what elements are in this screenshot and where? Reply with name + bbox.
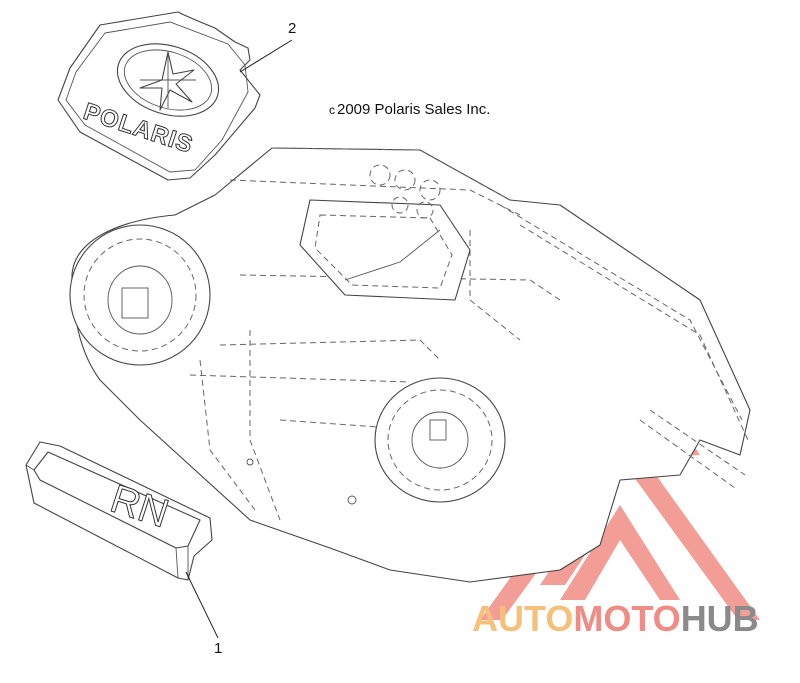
polaris-decal: POLARIS (57, 11, 261, 181)
leader-line-1 (185, 571, 219, 639)
watermark-text: AUTOMOTOHUB (472, 598, 759, 640)
watermark-auto: AUTO (472, 598, 574, 639)
callout-2: 2 (288, 20, 297, 37)
leader-line-2 (239, 39, 293, 73)
rn-key-label: RN (25, 441, 213, 581)
watermark-moto: MOTO (573, 598, 681, 639)
callout-1: 1 (214, 640, 223, 657)
copyright-text: 2009 Polaris Sales Inc. (337, 101, 491, 118)
watermark-hub: HUB (680, 598, 759, 639)
housing-body (69, 147, 751, 583)
copyright-symbol: c (329, 103, 335, 117)
